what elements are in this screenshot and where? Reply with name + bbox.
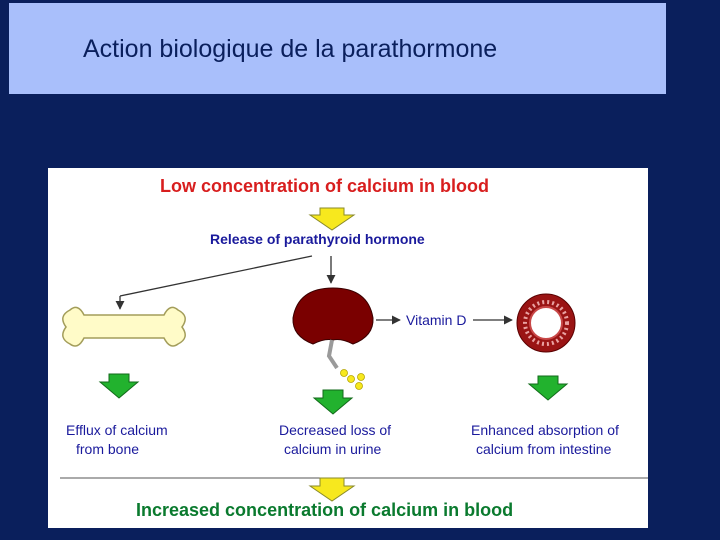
- release-pth-label: Release of parathyroid hormone: [210, 231, 425, 247]
- bone-shape: [63, 307, 185, 346]
- slide-title: Action biologique de la parathormone: [83, 35, 497, 64]
- effect-kidney-line2: calcium in urine: [284, 440, 381, 459]
- green-arrow-kidney: [314, 390, 352, 414]
- title-bar: Action biologique de la parathormone: [9, 3, 666, 94]
- effect-kidney-line1: Decreased loss of: [279, 421, 391, 440]
- effect-intestine-line2: calcium from intestine: [476, 440, 611, 459]
- intestine-ring: [517, 294, 575, 352]
- kidney-shape: [293, 288, 373, 390]
- yellow-arrow-bottom: [310, 478, 354, 501]
- low-calcium-label: Low concentration of calcium in blood: [160, 176, 489, 197]
- vitamin-d-label: Vitamin D: [406, 311, 466, 330]
- green-arrow-bone: [100, 374, 138, 398]
- diagram-graphics: [48, 168, 648, 528]
- green-arrow-intestine: [529, 376, 567, 400]
- effect-bone-line2: from bone: [76, 440, 139, 459]
- effect-bone-line1: Efflux of calcium: [66, 421, 168, 440]
- connector-to-bone: [120, 256, 312, 296]
- effect-intestine-line1: Enhanced absorption of: [471, 421, 619, 440]
- yellow-arrow-top: [310, 208, 354, 230]
- increased-calcium-label: Increased concentration of calcium in bl…: [136, 500, 513, 521]
- diagram-panel: Low concentration of calcium in blood Re…: [48, 168, 648, 528]
